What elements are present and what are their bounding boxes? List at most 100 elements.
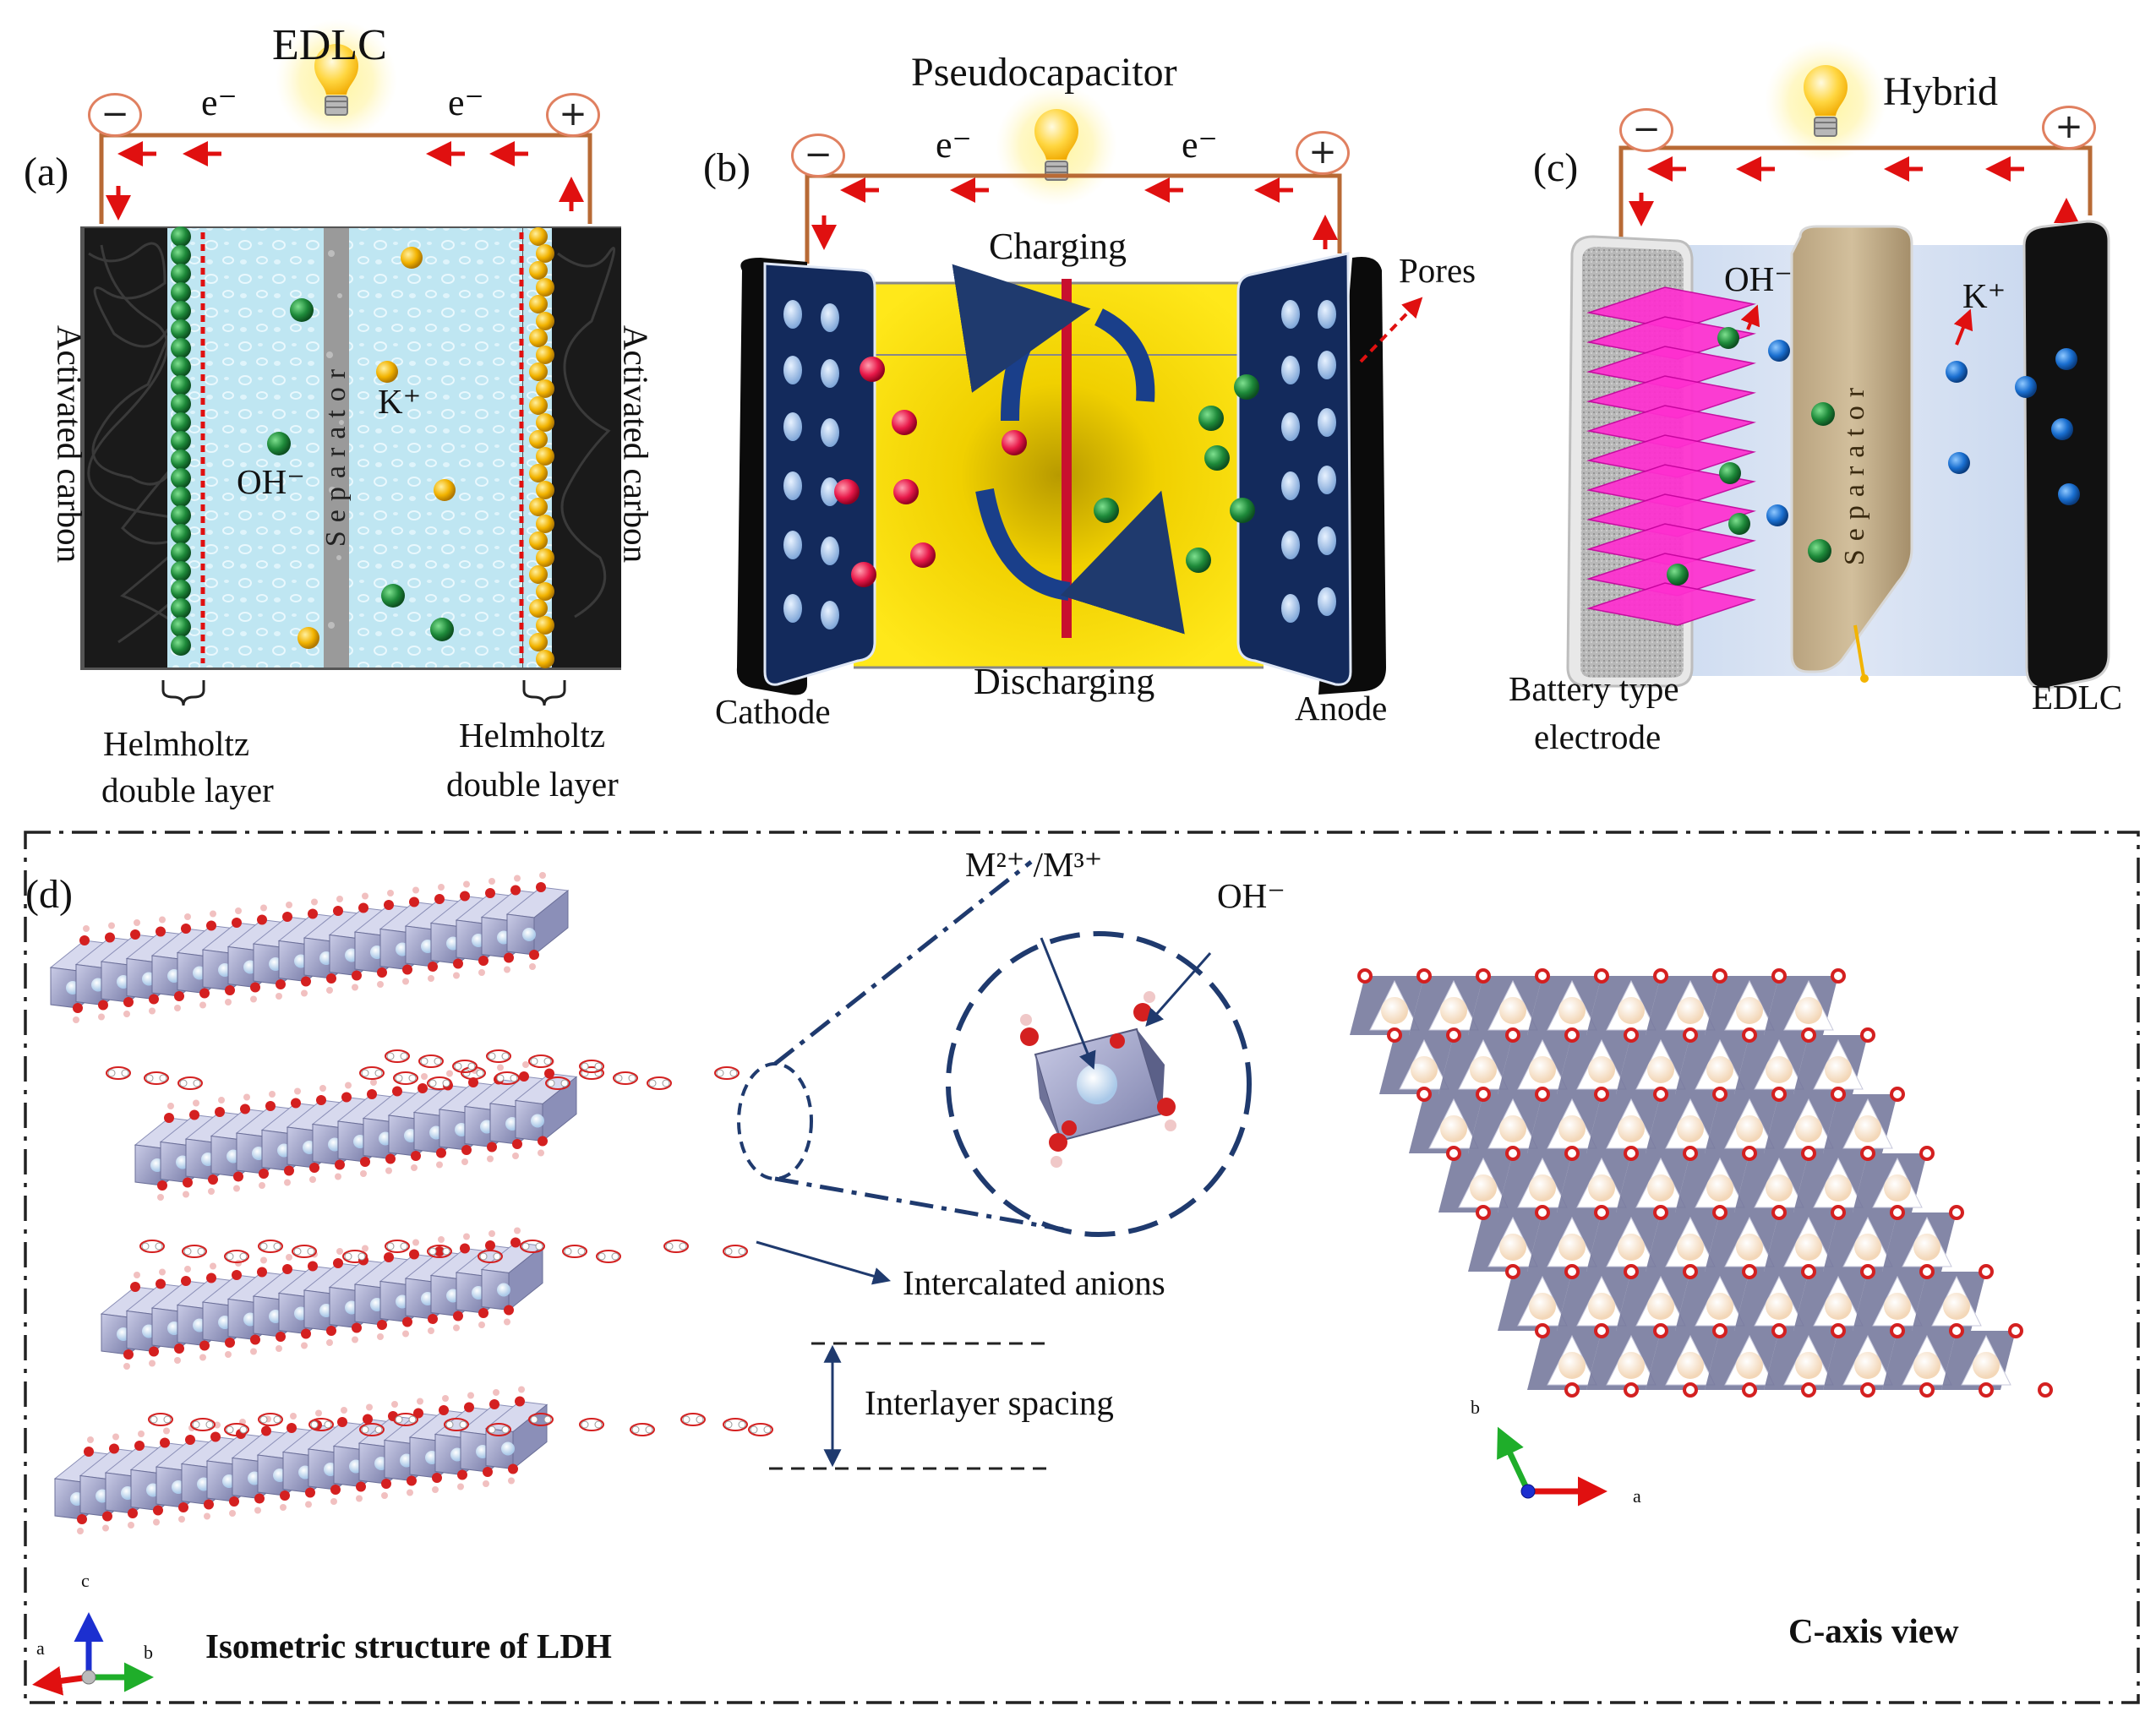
intercalated-anion: [148, 1413, 173, 1426]
intercalated-anion: [545, 1076, 570, 1090]
intercalated-anion: [528, 1054, 554, 1068]
adsorbed-oh-ion: [171, 431, 191, 451]
intercalated-anion: [258, 1240, 283, 1253]
axis-iso-b-label: b: [144, 1642, 153, 1663]
adsorbed-oh-ion: [171, 450, 191, 470]
octahedron-top-view: [1468, 1205, 1542, 1272]
adsorbed-k-ion: [536, 548, 554, 567]
adsorbed-k-ion: [529, 633, 548, 651]
octahedron-top-view: [1616, 1264, 1690, 1331]
separator-label-c: Separator: [1839, 379, 1870, 566]
intercalated-anion: [630, 1423, 655, 1436]
adsorbed-oh-ion: [171, 375, 191, 395]
intercalated-anion: [385, 1049, 410, 1063]
ion-k-label-a: K⁺: [378, 382, 422, 421]
activated-carbon-left: Activated carbon: [50, 324, 90, 564]
axis-top-b-label: b: [1471, 1397, 1480, 1418]
octahedron-top-view: [1912, 1264, 1986, 1331]
plus-terminal-b: +: [1296, 131, 1350, 175]
iso-structure-caption: Isometric structure of LDH: [205, 1627, 612, 1665]
adsorbed-oh-ion: [171, 561, 191, 581]
pore: [1281, 300, 1300, 329]
octahedron-unit: [484, 1386, 549, 1485]
octahedron-top-view: [1764, 1205, 1838, 1272]
hydroxide-label: OH⁻: [1217, 876, 1285, 915]
intercalated-anion: [486, 1423, 511, 1436]
intercalated-anion: [444, 1418, 469, 1431]
pore: [1281, 531, 1300, 559]
adsorbed-oh-ion: [171, 468, 191, 488]
adsorbed-k-ion: [529, 464, 548, 482]
layered-sheet: [1586, 582, 1756, 626]
minus-terminal-a: −: [88, 93, 142, 137]
helmholtz-right-line2: double layer: [446, 765, 619, 804]
oxygen-atom: [2008, 1323, 2023, 1338]
intercalated-anion: [144, 1071, 169, 1085]
intercalated-anion: [562, 1245, 587, 1258]
light-bulb-icon: [1804, 65, 1848, 137]
adsorbed-oh-ion: [171, 301, 191, 321]
intercalated-anion: [596, 1250, 621, 1263]
octahedron-unit: [505, 872, 570, 970]
axis-iso-c-label: c: [81, 1570, 90, 1591]
intercalated-anion: [359, 1066, 385, 1080]
light-bulb-icon: [314, 44, 358, 116]
octahedron-top-view: [1853, 1264, 1927, 1331]
intercalated-anion: [478, 1250, 503, 1263]
adsorbed-k-ion: [536, 244, 554, 263]
adsorbed-k-ion: [536, 413, 554, 432]
helmholtz-right-line1: Helmholtz: [459, 716, 606, 755]
oxygen-atom: [1949, 1205, 1964, 1220]
octahedron-top-view: [1941, 1323, 2016, 1390]
octahedron-top-view: [1793, 1146, 1868, 1212]
adsorbed-k-ion: [529, 531, 548, 550]
intercalated-anion: [224, 1423, 249, 1436]
adsorbed-oh-ion: [171, 542, 191, 563]
adsorbed-k-ion: [536, 278, 554, 297]
intercalated-anion: [528, 1413, 554, 1426]
octahedron-top-view: [1527, 968, 1602, 1035]
octahedron-top-view: [1882, 1323, 1957, 1390]
panel-c-hybrid: [1566, 41, 2110, 690]
pore: [1318, 351, 1336, 379]
intercalated-anion: [647, 1076, 672, 1090]
octahedron-top-view: [1646, 1087, 1720, 1153]
octahedron-top-view: [1793, 1027, 1868, 1094]
adsorbed-k-ion: [536, 650, 554, 668]
adsorbed-k-ion: [529, 396, 548, 415]
intercalated-anion: [427, 1245, 452, 1258]
octahedron-top-view: [1764, 968, 1838, 1035]
adsorbed-oh-ion: [171, 487, 191, 507]
oxygen-atom: [1742, 1382, 1757, 1398]
adsorbed-oh-ion: [171, 357, 191, 377]
octahedron-top-view: [1527, 1087, 1602, 1153]
oxygen-atom: [1919, 1146, 1935, 1161]
intercalated-anion: [748, 1423, 773, 1436]
adsorbed-k-ion: [536, 379, 554, 398]
pore: [1281, 412, 1300, 441]
octahedron-top-view: [1498, 1146, 1572, 1212]
octahedron-top-view: [1675, 1146, 1749, 1212]
anions-label: Intercalated anions: [903, 1263, 1165, 1302]
adsorbed-oh-ion: [171, 617, 191, 637]
octahedron-top-view: [1793, 1264, 1868, 1331]
ion-k-label-c: K⁺: [1962, 276, 2006, 315]
anode-label: Anode: [1295, 689, 1388, 727]
electron-left-b: e⁻: [936, 124, 972, 166]
octahedron-top-view: [1734, 1027, 1809, 1094]
octahedron-top-view: [1409, 968, 1483, 1035]
intercalated-anion: [393, 1071, 418, 1085]
oxygen-atom: [1683, 1382, 1698, 1398]
pore: [821, 418, 839, 447]
intercalated-anion: [723, 1418, 748, 1431]
octahedron-top-view: [1438, 1027, 1513, 1094]
intercalated-anion: [427, 1076, 452, 1090]
edlc-label-c: EDLC: [2032, 678, 2123, 717]
octahedron-top-view: [1468, 1087, 1542, 1153]
oxygen-atom: [1831, 968, 1846, 984]
minus-terminal-c: −: [1619, 108, 1673, 152]
intercalated-anion: [723, 1245, 748, 1258]
adsorbed-oh-ion: [171, 394, 191, 414]
minus-terminal-b: −: [791, 134, 845, 177]
oxygen-atom: [2038, 1382, 2053, 1398]
